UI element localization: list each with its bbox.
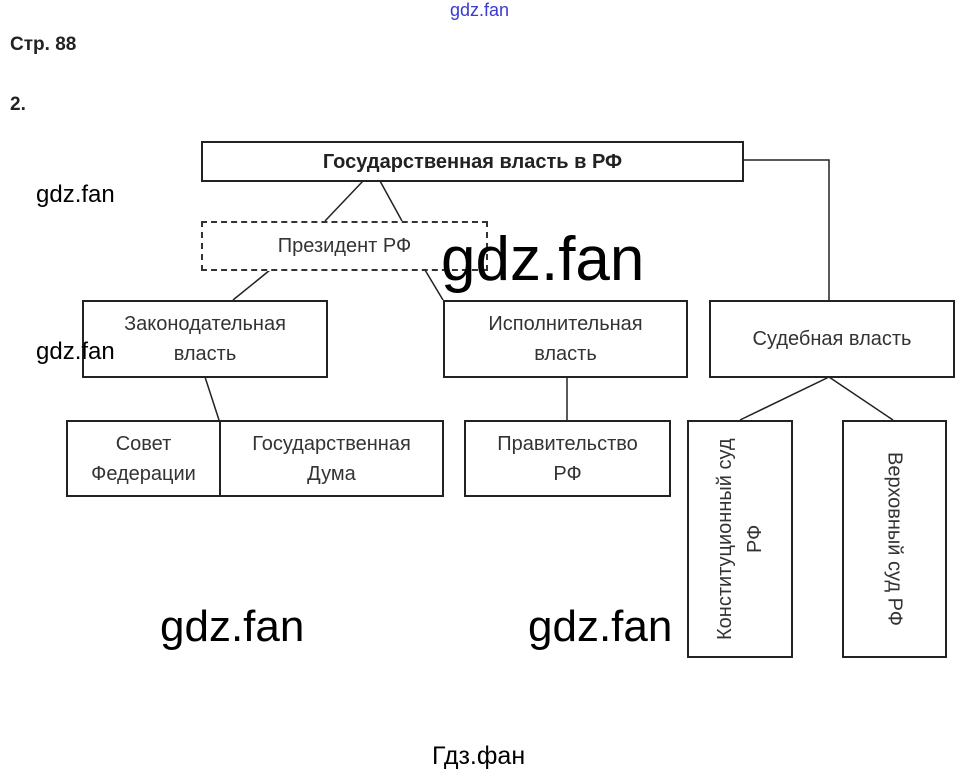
watermark-top: gdz.fan bbox=[450, 0, 510, 20]
line-root-president-right bbox=[379, 180, 403, 222]
line-legislative-chambers bbox=[204, 376, 220, 421]
task-number: 2. bbox=[10, 94, 26, 115]
watermark: gdz.fan bbox=[160, 602, 305, 651]
government-box: Правительство РФ bbox=[464, 420, 671, 497]
federation-council-box: Совет Федерации bbox=[66, 420, 221, 497]
line-judicial-constitutional bbox=[739, 376, 830, 421]
constitutional-court-label: Конституционный суд РФ bbox=[714, 438, 766, 640]
watermark: gdz.fan bbox=[528, 602, 673, 651]
president-box: Президент РФ bbox=[201, 221, 488, 271]
page-label: Стр. 88 bbox=[10, 34, 77, 55]
line-president-legislative bbox=[232, 269, 271, 301]
state-duma-box: Государственная Дума bbox=[219, 420, 444, 497]
executive-box: Исполнительная власть bbox=[443, 300, 688, 378]
footer-watermark: Гдз.фан bbox=[432, 742, 526, 770]
line-judicial-supreme bbox=[828, 376, 894, 421]
line-root-judicial bbox=[743, 159, 830, 300]
supreme-court-label: Верховный суд РФ bbox=[883, 452, 906, 626]
constitutional-court-box: Конституционный суд РФ bbox=[687, 420, 793, 658]
line-president-executive bbox=[424, 269, 444, 301]
watermark: gdz.fan bbox=[36, 181, 115, 208]
legislative-box: Законодательная власть bbox=[82, 300, 328, 378]
judicial-box: Судебная власть bbox=[709, 300, 955, 378]
watermark: gdz.fan bbox=[36, 338, 115, 365]
root-box: Государственная власть в РФ bbox=[201, 141, 744, 182]
line-root-president-left bbox=[324, 180, 364, 222]
supreme-court-box: Верховный суд РФ bbox=[842, 420, 947, 658]
watermark: gdz.fan bbox=[441, 225, 645, 294]
